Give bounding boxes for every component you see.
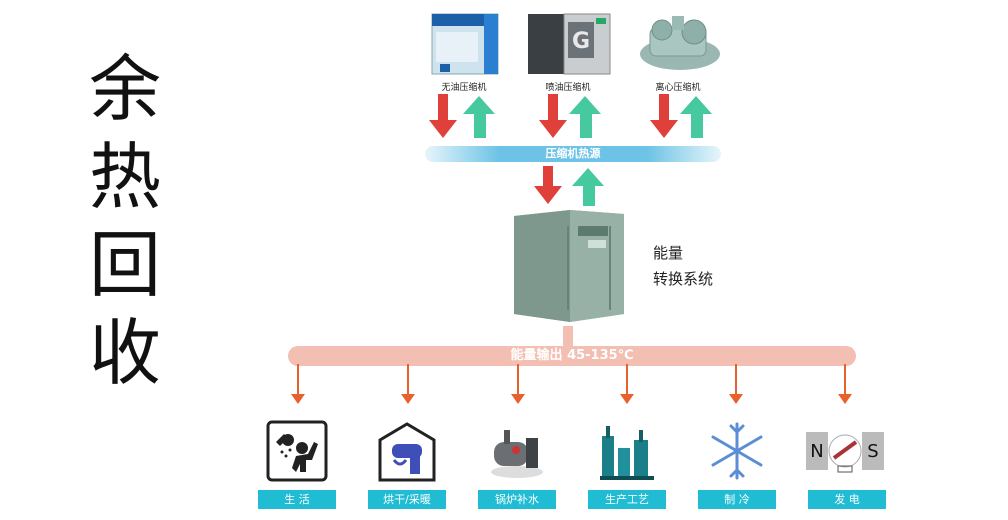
return-arrow-up bbox=[463, 96, 495, 138]
output-label: 烘干/采暖 bbox=[368, 490, 446, 509]
factory-icon bbox=[600, 426, 654, 480]
output-arrows bbox=[291, 364, 852, 404]
heat-arrow-down bbox=[429, 94, 457, 138]
energy-label-line2: 转换系统 bbox=[653, 270, 714, 288]
oil-injected-compressor-image: G bbox=[528, 13, 611, 75]
hand-dryer-icon bbox=[378, 422, 436, 482]
energy-conversion-arrows bbox=[534, 166, 604, 206]
generator-icon: N S bbox=[806, 432, 884, 473]
centrifugal-compressor-image bbox=[640, 16, 720, 70]
heat-arrow-down bbox=[534, 166, 562, 204]
svg-text:G: G bbox=[572, 29, 590, 54]
title-char-2: 热 bbox=[88, 135, 161, 219]
heat-arrow-down bbox=[539, 94, 567, 138]
output-arrow bbox=[291, 364, 305, 404]
snowflake-icon bbox=[711, 422, 763, 480]
oil-free-compressor-image bbox=[431, 13, 499, 75]
output-arrow bbox=[620, 364, 634, 404]
vertical-title: 余 热 回 收 bbox=[80, 45, 170, 397]
boiler-icon bbox=[491, 430, 543, 478]
energy-conversion-unit-image bbox=[514, 210, 624, 322]
output-label: 生产工艺 bbox=[588, 490, 666, 509]
energy-output-label: 能量输出 45-135℃ bbox=[510, 348, 634, 363]
compressor-heat-arrows bbox=[429, 94, 712, 138]
heat-arrow-down bbox=[650, 94, 678, 138]
return-arrow-up bbox=[680, 96, 712, 138]
compressor-label: 无油压缩机 bbox=[441, 83, 487, 93]
title-char-3: 回 bbox=[88, 223, 161, 307]
output-arrow bbox=[729, 364, 743, 404]
compressor-label: 离心压缩机 bbox=[655, 83, 701, 93]
energy-output-band bbox=[288, 346, 856, 366]
heat-source-band bbox=[425, 146, 721, 162]
energy-label-line1: 能量 bbox=[653, 244, 684, 262]
unit-connector bbox=[563, 326, 573, 348]
south-pole-label: S bbox=[867, 441, 878, 462]
title-char-1: 余 bbox=[88, 47, 161, 131]
output-label: 锅炉补水 bbox=[478, 490, 556, 509]
return-arrow-up bbox=[569, 96, 601, 138]
output-label: 生 活 bbox=[258, 490, 336, 509]
output-arrow bbox=[401, 364, 415, 404]
output-label: 发 电 bbox=[808, 490, 886, 509]
output-label: 制 冷 bbox=[698, 490, 776, 509]
compressor-label: 喷油压缩机 bbox=[545, 83, 591, 93]
north-pole-label: N bbox=[810, 441, 823, 462]
shower-person-icon bbox=[266, 420, 328, 482]
return-arrow-up bbox=[572, 168, 604, 206]
title-char-4: 收 bbox=[88, 311, 161, 395]
output-arrow bbox=[511, 364, 525, 404]
heat-source-label: 压缩机热源 bbox=[545, 147, 601, 160]
output-arrow bbox=[838, 364, 852, 404]
